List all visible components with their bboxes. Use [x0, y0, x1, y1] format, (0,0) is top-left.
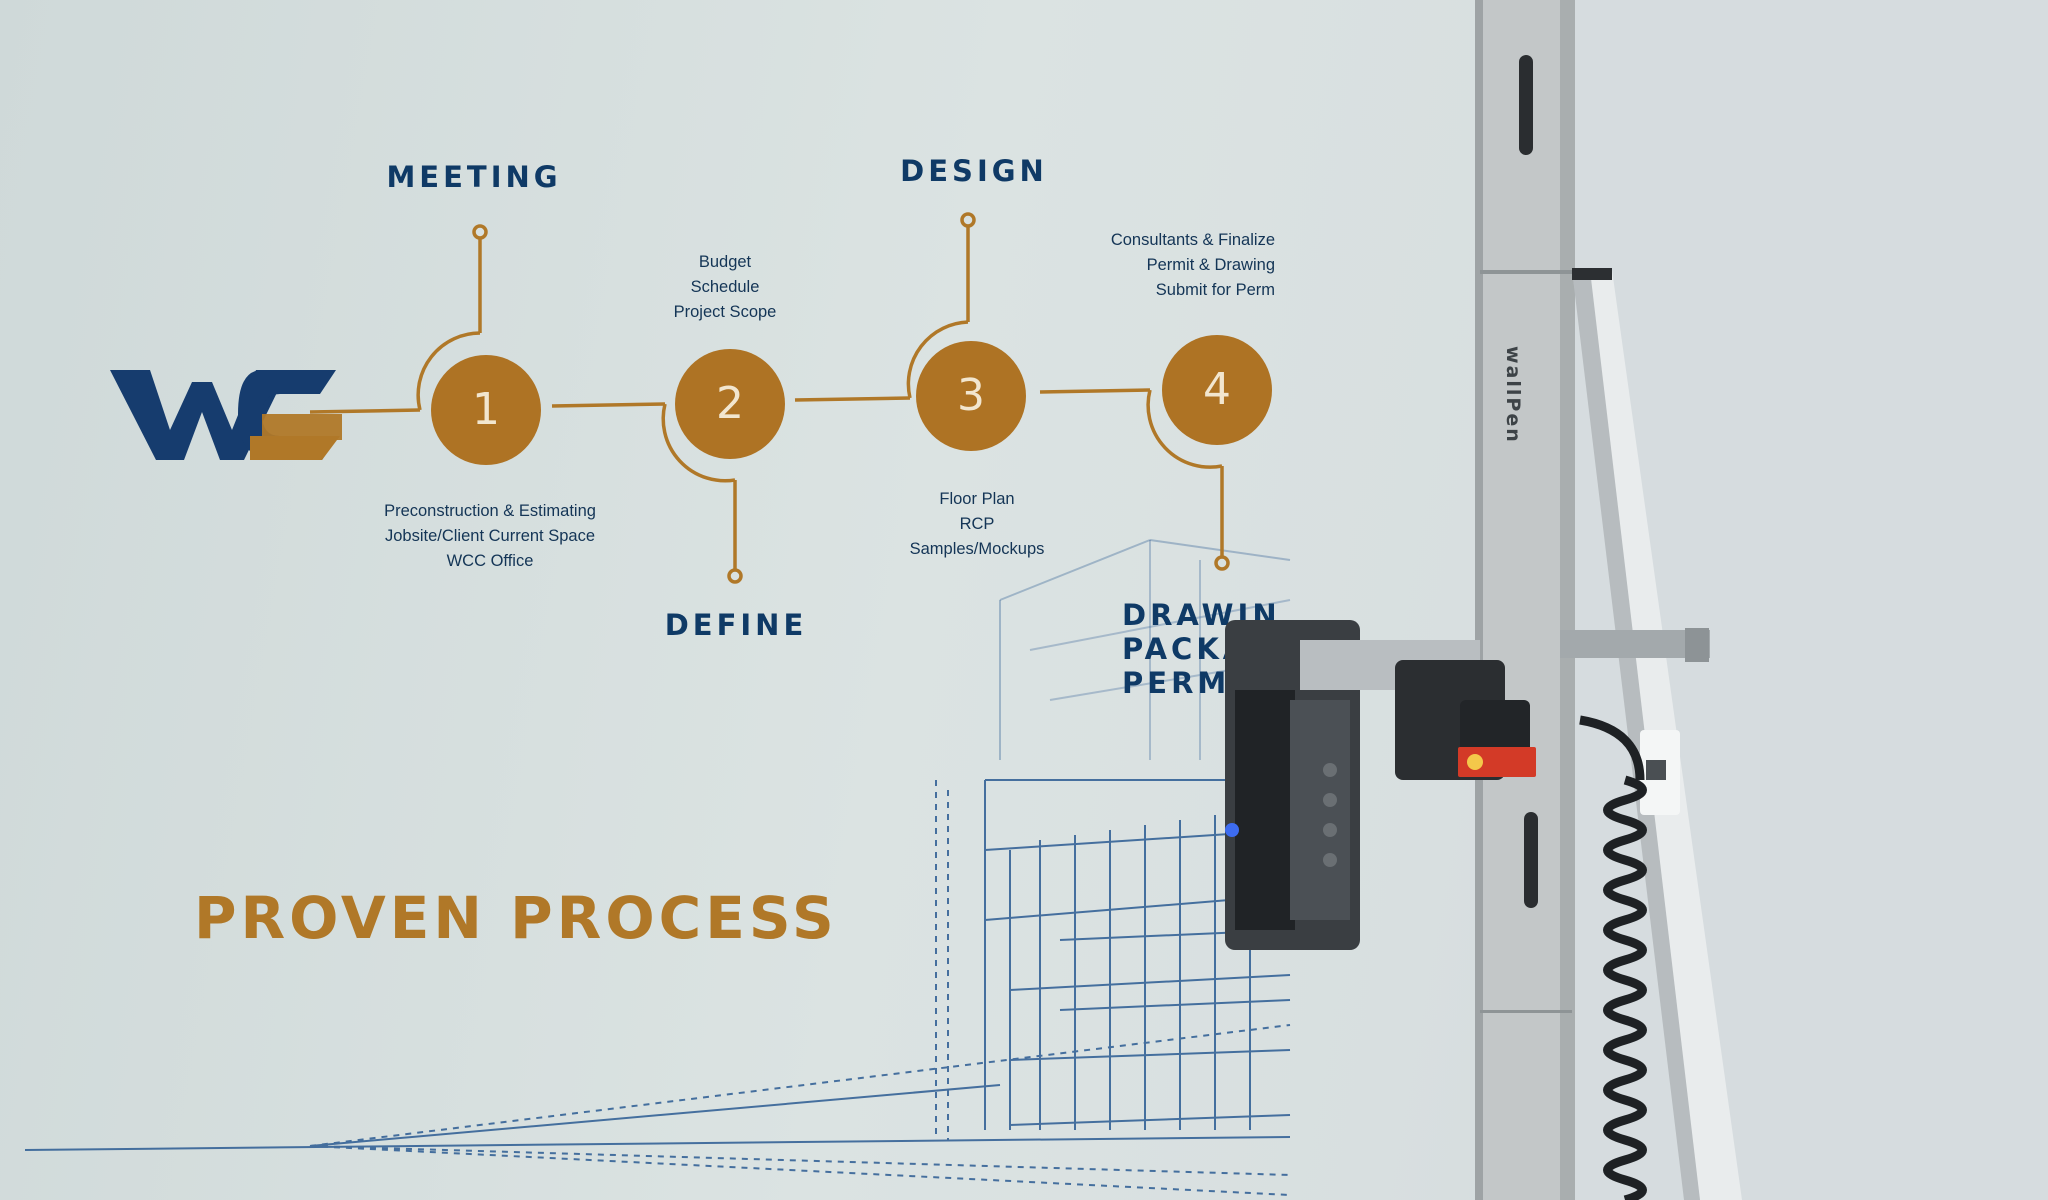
stage-2-detail: Budget	[698, 253, 752, 271]
stage-3-circle	[916, 341, 1026, 451]
stage-1-title: MEETING	[386, 160, 562, 194]
stage-3-detail: Floor Plan	[939, 490, 1015, 508]
stage-1-number: 1	[472, 384, 500, 435]
stage-4-title-line-3: PERMI	[1122, 666, 1246, 700]
stage-4-number: 4	[1203, 364, 1231, 415]
stage-1-circle	[431, 355, 541, 465]
stage-4-circle	[1162, 335, 1272, 445]
wc-logo-icon	[110, 370, 342, 460]
stage-4-detail: Consultants & Finalize	[1110, 231, 1275, 249]
stage-2-detail: Project Scope	[673, 303, 777, 321]
warning-label-icon	[1458, 747, 1536, 777]
stage-3-details: Floor Plan RCP Samples/Mockups	[877, 487, 1077, 562]
stage-2-details: Budget Schedule Project Scope	[630, 250, 820, 325]
stage-4-detail: Submit for Perm	[1155, 281, 1275, 299]
coiled-cable-icon	[1579, 715, 1647, 1200]
proven-process-headline: PROVEN PROCESS	[194, 884, 838, 952]
printer-brand-label: wallPen	[1502, 346, 1524, 444]
stage-4-details: Consultants & Finalize Permit & Drawing …	[1110, 228, 1275, 303]
stage-3-detail: RCP	[959, 515, 995, 533]
stage-2-circle	[675, 349, 785, 459]
stage-2-title: DEFINE	[664, 608, 808, 642]
stage-3-number: 3	[957, 370, 985, 421]
stage-4-detail: Permit & Drawing	[1146, 256, 1275, 274]
stage-2-number: 2	[716, 378, 744, 429]
stage-3-detail: Samples/Mockups	[909, 540, 1045, 558]
stage-4-title-line-2: PACKA	[1122, 632, 1250, 666]
stage-1-details: Preconstruction & Estimating Jobsite/Cli…	[360, 499, 620, 574]
stage-2-detail: Schedule	[690, 278, 760, 296]
stage-3-title: DESIGN	[900, 154, 1048, 188]
stage-1-detail: WCC Office	[446, 552, 534, 570]
stage-1-detail: Jobsite/Client Current Space	[384, 527, 596, 545]
stage-1-detail: Preconstruction & Estimating	[384, 502, 596, 520]
printer-head-icon	[1225, 620, 1530, 950]
